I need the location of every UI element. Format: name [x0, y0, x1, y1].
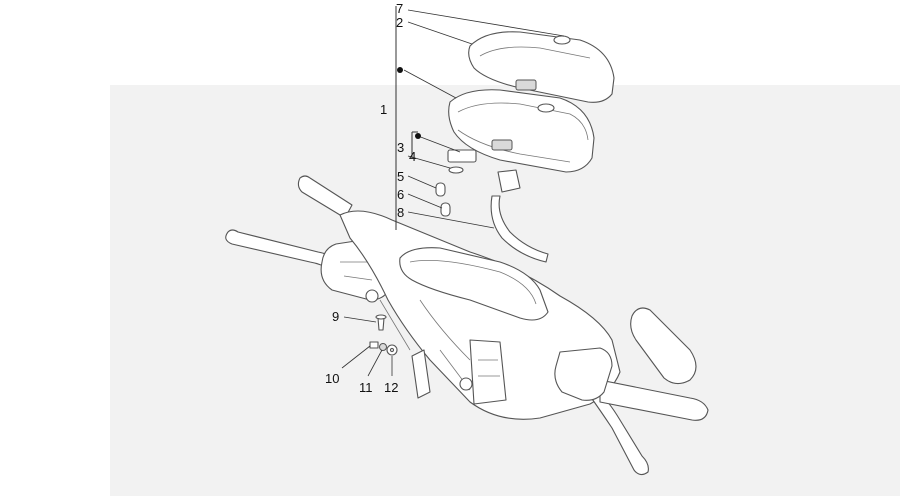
callout-12: 12: [384, 380, 398, 395]
callout-4: 4: [409, 149, 416, 164]
dash-opening: [399, 247, 549, 321]
left-grip: [297, 175, 353, 219]
callout-1: 1: [380, 102, 387, 117]
speedometer-cable: [490, 195, 549, 263]
leader-lines: [341, 6, 565, 377]
part-11-washer: [379, 343, 387, 351]
callout-10: 10: [325, 371, 339, 386]
right-switch-housing: [554, 347, 613, 401]
callout-11: 11: [359, 380, 373, 395]
part-6-plug: [440, 202, 451, 217]
handlebar-assembly: [225, 175, 709, 476]
callout-9: 9: [332, 309, 339, 324]
instrument-cluster: [448, 89, 595, 193]
callout-labels: 7 2 1 3 4 5 6 8 9 10 11 12: [325, 1, 416, 395]
mounting-bracket: [411, 349, 431, 399]
cover-screw: [553, 35, 571, 45]
part-9-screw: [377, 317, 385, 331]
callout-8: 8: [397, 205, 404, 220]
part-10-bolt: [369, 341, 379, 349]
right-grip: [599, 379, 709, 421]
instrument-cover-shell: [468, 31, 615, 103]
part-5-plug: [435, 182, 446, 197]
cluster-connector: [497, 169, 521, 193]
leader-dot: [415, 133, 421, 139]
callout-7: 7: [396, 1, 403, 16]
leader-dot: [397, 67, 403, 73]
part-4-ring: [448, 166, 464, 174]
callout-2: 2: [396, 15, 403, 30]
callout-5: 5: [397, 169, 404, 184]
right-mirror: [630, 307, 697, 385]
instrument-cluster-body: [448, 89, 595, 173]
steering-stem: [469, 339, 507, 405]
callout-3: 3: [397, 140, 404, 155]
pivot-bolt: [365, 289, 379, 303]
part-4-pad: [447, 149, 477, 163]
instrument-cover: [468, 31, 615, 103]
right-brake-lever: [589, 391, 649, 476]
callout-6: 6: [397, 187, 404, 202]
